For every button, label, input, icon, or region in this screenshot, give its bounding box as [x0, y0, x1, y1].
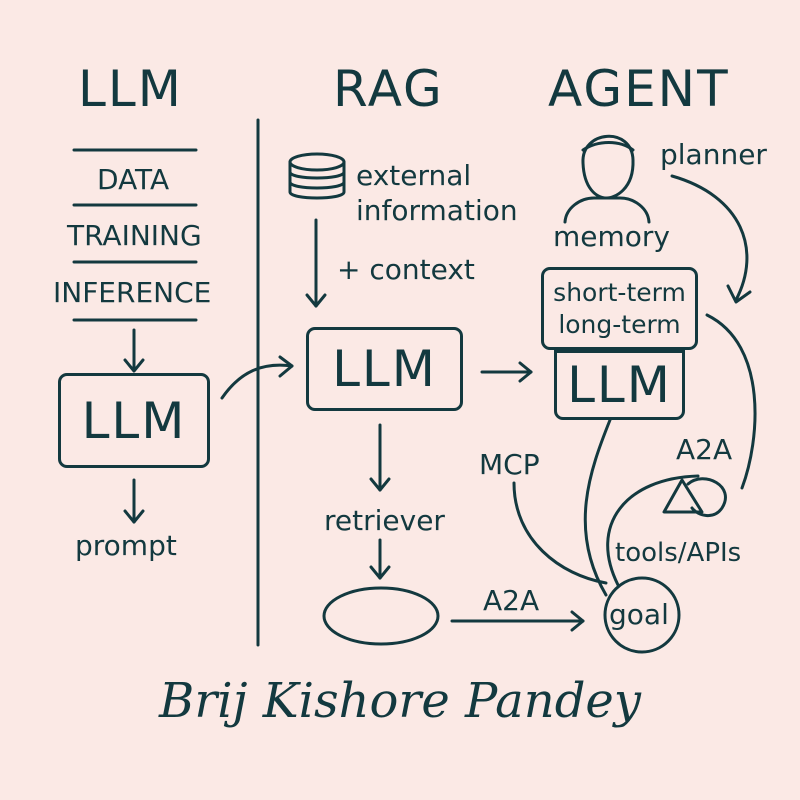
arrow-to-retriever: [369, 423, 391, 492]
agent-a2a-label: A2A: [676, 433, 733, 466]
goal-label: goal: [609, 598, 669, 631]
agent-title: AGENT: [548, 60, 730, 118]
llm-box: LLM: [58, 373, 210, 468]
llm-to-goal: [583, 418, 612, 597]
short-term-label: short-term: [553, 278, 686, 308]
triangle-icon: [662, 477, 727, 517]
agent-llm-box: LLM: [554, 350, 685, 420]
stage-training: TRAINING: [67, 219, 202, 252]
tools-to-goal: [606, 474, 700, 587]
retrieved-store: [322, 586, 440, 646]
llm-box-label: LLM: [81, 391, 187, 450]
goal-circle: [603, 576, 681, 654]
loop-curve: [705, 313, 757, 490]
arrow-context: [305, 218, 327, 308]
database-icon: [288, 152, 346, 200]
retriever-label: retriever: [324, 504, 445, 537]
arrow-rag-to-agent: [480, 361, 533, 383]
planner-label: planner: [660, 138, 767, 171]
external-information-label: external information: [356, 159, 518, 227]
prompt-label: prompt: [75, 529, 177, 562]
memory-label: memory: [553, 220, 670, 253]
arrow-a2a-to-goal: [450, 610, 585, 632]
stage-data: DATA: [97, 163, 170, 196]
mcp-to-goal: [512, 481, 608, 585]
memory-box: short-term long-term: [541, 267, 698, 350]
llm-title: LLM: [78, 60, 183, 118]
rag-title: RAG: [333, 60, 444, 118]
agent-llm-box-label: LLM: [567, 356, 672, 414]
arrow-to-store: [369, 538, 391, 580]
tools-label: tools/APIs: [615, 538, 742, 568]
context-label: + context: [337, 253, 475, 286]
arrow-planner-to-memory: [670, 174, 752, 304]
rag-llm-box: LLM: [306, 327, 463, 411]
arrow-to-prompt: [123, 478, 145, 524]
mcp-label: MCP: [479, 448, 540, 481]
person-icon: [563, 134, 651, 224]
author-name: Brij Kishore Pandey: [159, 673, 641, 729]
arrow-llm-to-rag: [220, 355, 294, 400]
rag-a2a-label: A2A: [483, 584, 540, 617]
rag-llm-box-label: LLM: [332, 340, 437, 398]
arrow-to-llm: [123, 328, 145, 373]
long-term-label: long-term: [558, 309, 681, 339]
stage-inference: INFERENCE: [53, 276, 212, 309]
